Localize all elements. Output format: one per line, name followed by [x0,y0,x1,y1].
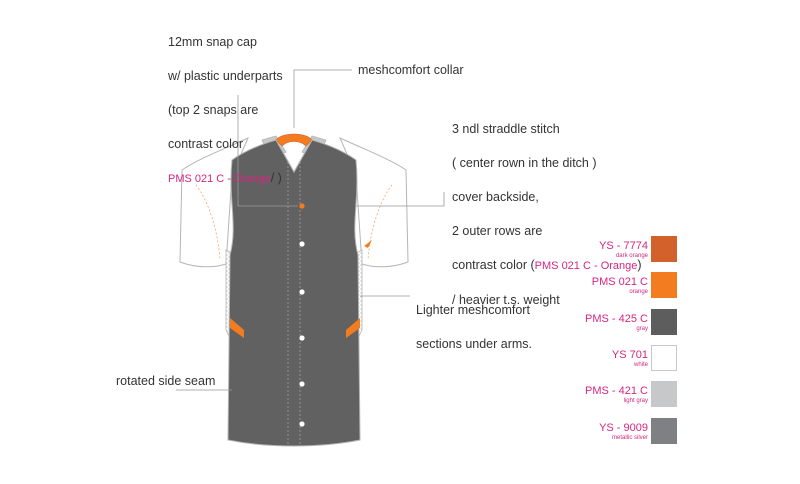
swatch-row: YS - 7774 dark orange [0,236,800,262]
snap-3 [299,289,305,295]
swatch-row: YS 701 white [0,345,800,371]
left-accent [230,318,244,338]
collar-inner [275,139,313,174]
right-accent [346,318,360,338]
swatch-color [651,418,677,444]
stitch-line2: ( center rown in the ditch ) [452,156,597,170]
leader-collar [293,69,352,128]
swatch-sub: orange [629,289,648,295]
stitch-line5-pre: contrast color ( [452,258,535,272]
swatch-sub: dark orange [615,253,648,259]
swatch-row: PMS - 421 C light gray [0,381,800,407]
swatch-row: YS - 9009 metallic silver [0,418,800,444]
snap-cap-callout: 12mm snap cap w/ plastic underparts (top… [168,17,283,205]
stitch-line6: / heavier t.s. weight [452,293,560,307]
mesh-line1: Lighter meshcomfort [416,303,530,317]
chest-logo [364,240,372,248]
stitch-pms: PMS 021 C - Orange [534,260,638,272]
snap-5 [299,381,305,387]
snap-4 [299,335,305,341]
stitch-line3: cover backside, [452,190,539,204]
snap-6 [299,421,305,427]
swatch-name: YS - 7774 [599,240,648,252]
collar-callout: meshcomfort collar [358,63,464,77]
left-sleeve-stitch [195,184,221,261]
leader-stitch [356,192,445,207]
snap-cap-line2: w/ plastic underparts [168,69,283,83]
swatch-name: PMS 021 C [591,276,648,288]
stitch-line5-post: ) [637,258,642,272]
swatch-color [651,381,677,407]
side-seam-callout: rotated side seam [116,374,216,388]
swatch-name: PMS - 425 C [585,313,648,325]
stitch-line5: contrast color (PMS 021 C - Orange) [452,257,642,275]
snap-cap-pms: PMS 021 C - Orange [168,173,271,185]
swatch-name: YS 701 [611,349,648,361]
swatch-name: YS - 9009 [599,422,648,434]
swatch-sub: white [633,362,648,368]
swatch-color [651,309,677,335]
snap-cap-line1: 12mm snap cap [168,35,257,49]
swatch-row: PMS - 425 C gray [0,309,800,335]
snap-cap-line5: PMS 021 C - Orange/ ) [168,170,283,188]
snap-1 [299,203,305,209]
swatch-sub: light gray [623,398,648,404]
swatch-color [651,236,677,262]
leader-snap [237,95,298,207]
snap-cap-line3: (top 2 snaps are [168,103,259,117]
collar [275,133,313,147]
snap-2 [299,241,305,247]
stitch-callout: 3 ndl straddle stitch ( center rown in t… [452,104,642,326]
stitch-line4: 2 outer rows are [452,224,543,238]
snap-cap-tail: / ) [270,171,282,185]
stitch-line1: 3 ndl straddle stitch [452,122,560,136]
right-sleeve-stitch [367,184,393,261]
swatch-color [651,272,677,298]
mesh-line2: sections under arms. [416,337,533,351]
swatch-sub: metallic silver [611,435,648,441]
swatch-sub: gray [636,326,648,332]
swatch-name: PMS - 421 C [585,385,648,397]
snap-cap-line4: contrast color [168,137,244,151]
mesh-callout: Lighter meshcomfort sections under arms. [416,285,532,370]
swatch-row: PMS 021 C orange [0,272,800,298]
swatch-color [651,345,677,371]
